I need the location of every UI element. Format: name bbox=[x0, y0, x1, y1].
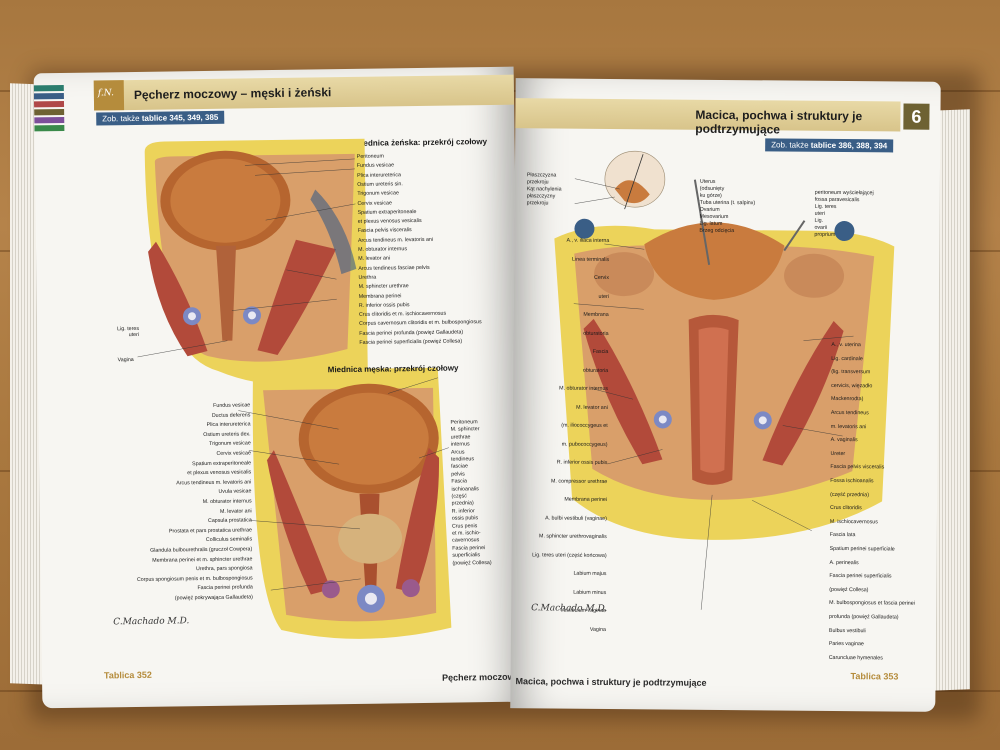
right-page: Macica, pochwa i struktury je podtrzymuj… bbox=[510, 78, 941, 712]
uterus-vagina-illustration bbox=[554, 150, 895, 540]
artist-signature: C.Machado M.D. bbox=[113, 616, 190, 628]
right-footer-plate: Tablica 353 bbox=[850, 671, 899, 682]
artist-signature-right: C.Machado M.D. bbox=[531, 603, 608, 614]
female-pelvis-illustration bbox=[144, 138, 368, 385]
leader-lines-right bbox=[573, 178, 854, 610]
right-footer-title: Macica, pochwa i struktury je podtrzymuj… bbox=[515, 676, 707, 688]
leader-lines-left bbox=[137, 158, 449, 591]
male-pelvis-illustration bbox=[252, 367, 452, 639]
left-footer-title: Pęcherz moczowy bbox=[441, 671, 520, 683]
left-footer-plate: Tablica 352 bbox=[103, 669, 152, 681]
left-page: f.N. Pęcherz moczowy – męski i żeński Zo… bbox=[33, 66, 523, 709]
